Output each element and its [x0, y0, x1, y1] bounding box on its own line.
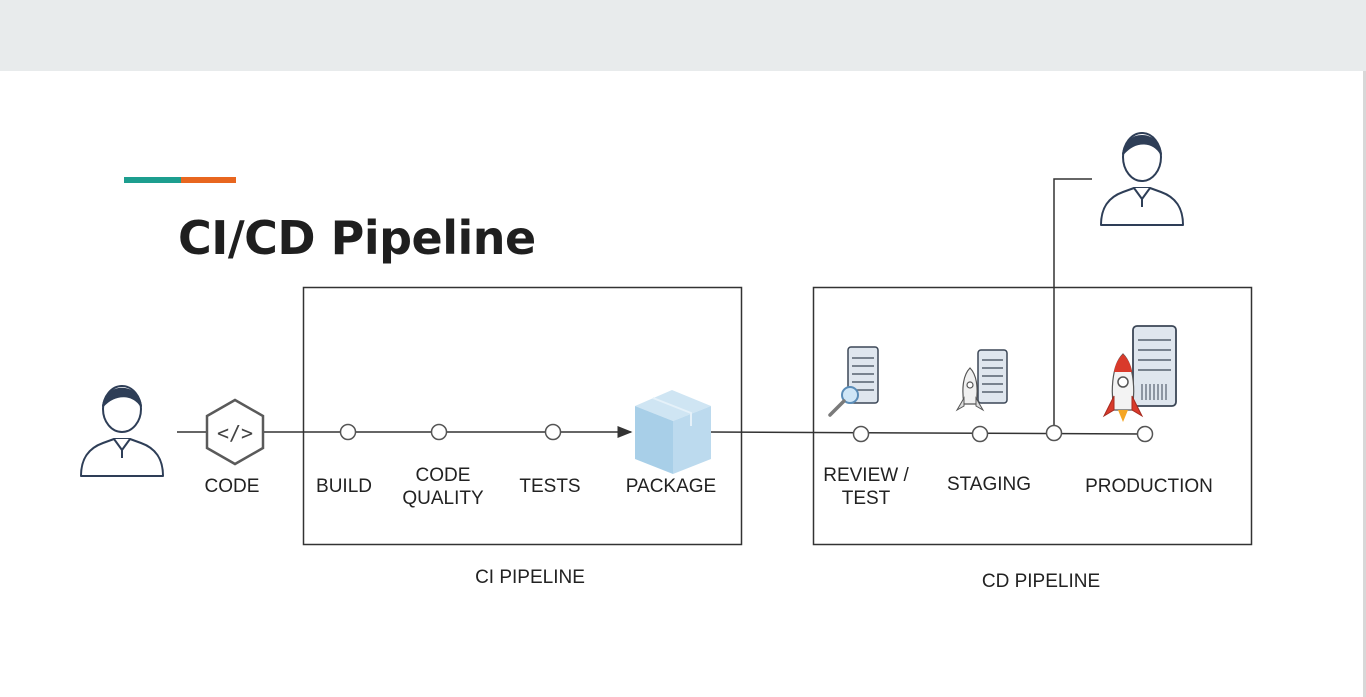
approval-line: [1053, 178, 1092, 433]
rocket-server-icon: [1102, 325, 1177, 422]
label-package: PACKAGE: [626, 476, 716, 497]
label-tests: TESTS: [519, 476, 580, 497]
accent-bar-teal: [124, 177, 181, 183]
stage-node-approval: [1045, 424, 1063, 442]
code-hexagon-icon: </>: [205, 398, 265, 466]
stage-node-build: [339, 423, 357, 441]
accent-bar-orange: [181, 177, 236, 183]
label-code: CODE: [205, 476, 260, 497]
label-ci-pipeline: CI PIPELINE: [475, 567, 585, 588]
stage-node-code-quality: [430, 423, 448, 441]
server-search-icon: [828, 346, 879, 417]
package-box-icon: [635, 390, 711, 474]
top-band: [0, 0, 1366, 71]
server-rocket-icon: [955, 349, 1008, 412]
stage-node-tests: [544, 423, 562, 441]
ci-pipeline-box: [302, 286, 743, 546]
slide-edge: [1363, 71, 1366, 697]
developer-person-icon: [80, 385, 164, 477]
stage-node-staging: [971, 425, 989, 443]
stage-node-production: [1136, 425, 1154, 443]
slide-title: CI/CD Pipeline: [178, 211, 536, 265]
stage-node-review: [852, 425, 870, 443]
cd-pipeline-box: [812, 286, 1253, 546]
label-code-quality-1: CODE: [416, 465, 471, 486]
label-staging: STAGING: [947, 474, 1031, 495]
flow-line-cd: [707, 431, 1146, 435]
approver-person-icon: [1100, 132, 1184, 226]
label-review-2: TEST: [842, 488, 891, 509]
svg-text:</>: </>: [217, 421, 253, 445]
label-build: BUILD: [316, 476, 372, 497]
label-cd-pipeline: CD PIPELINE: [982, 571, 1100, 592]
label-code-quality-2: QUALITY: [402, 488, 484, 509]
label-review-1: REVIEW /: [823, 465, 909, 486]
label-production: PRODUCTION: [1085, 476, 1213, 497]
